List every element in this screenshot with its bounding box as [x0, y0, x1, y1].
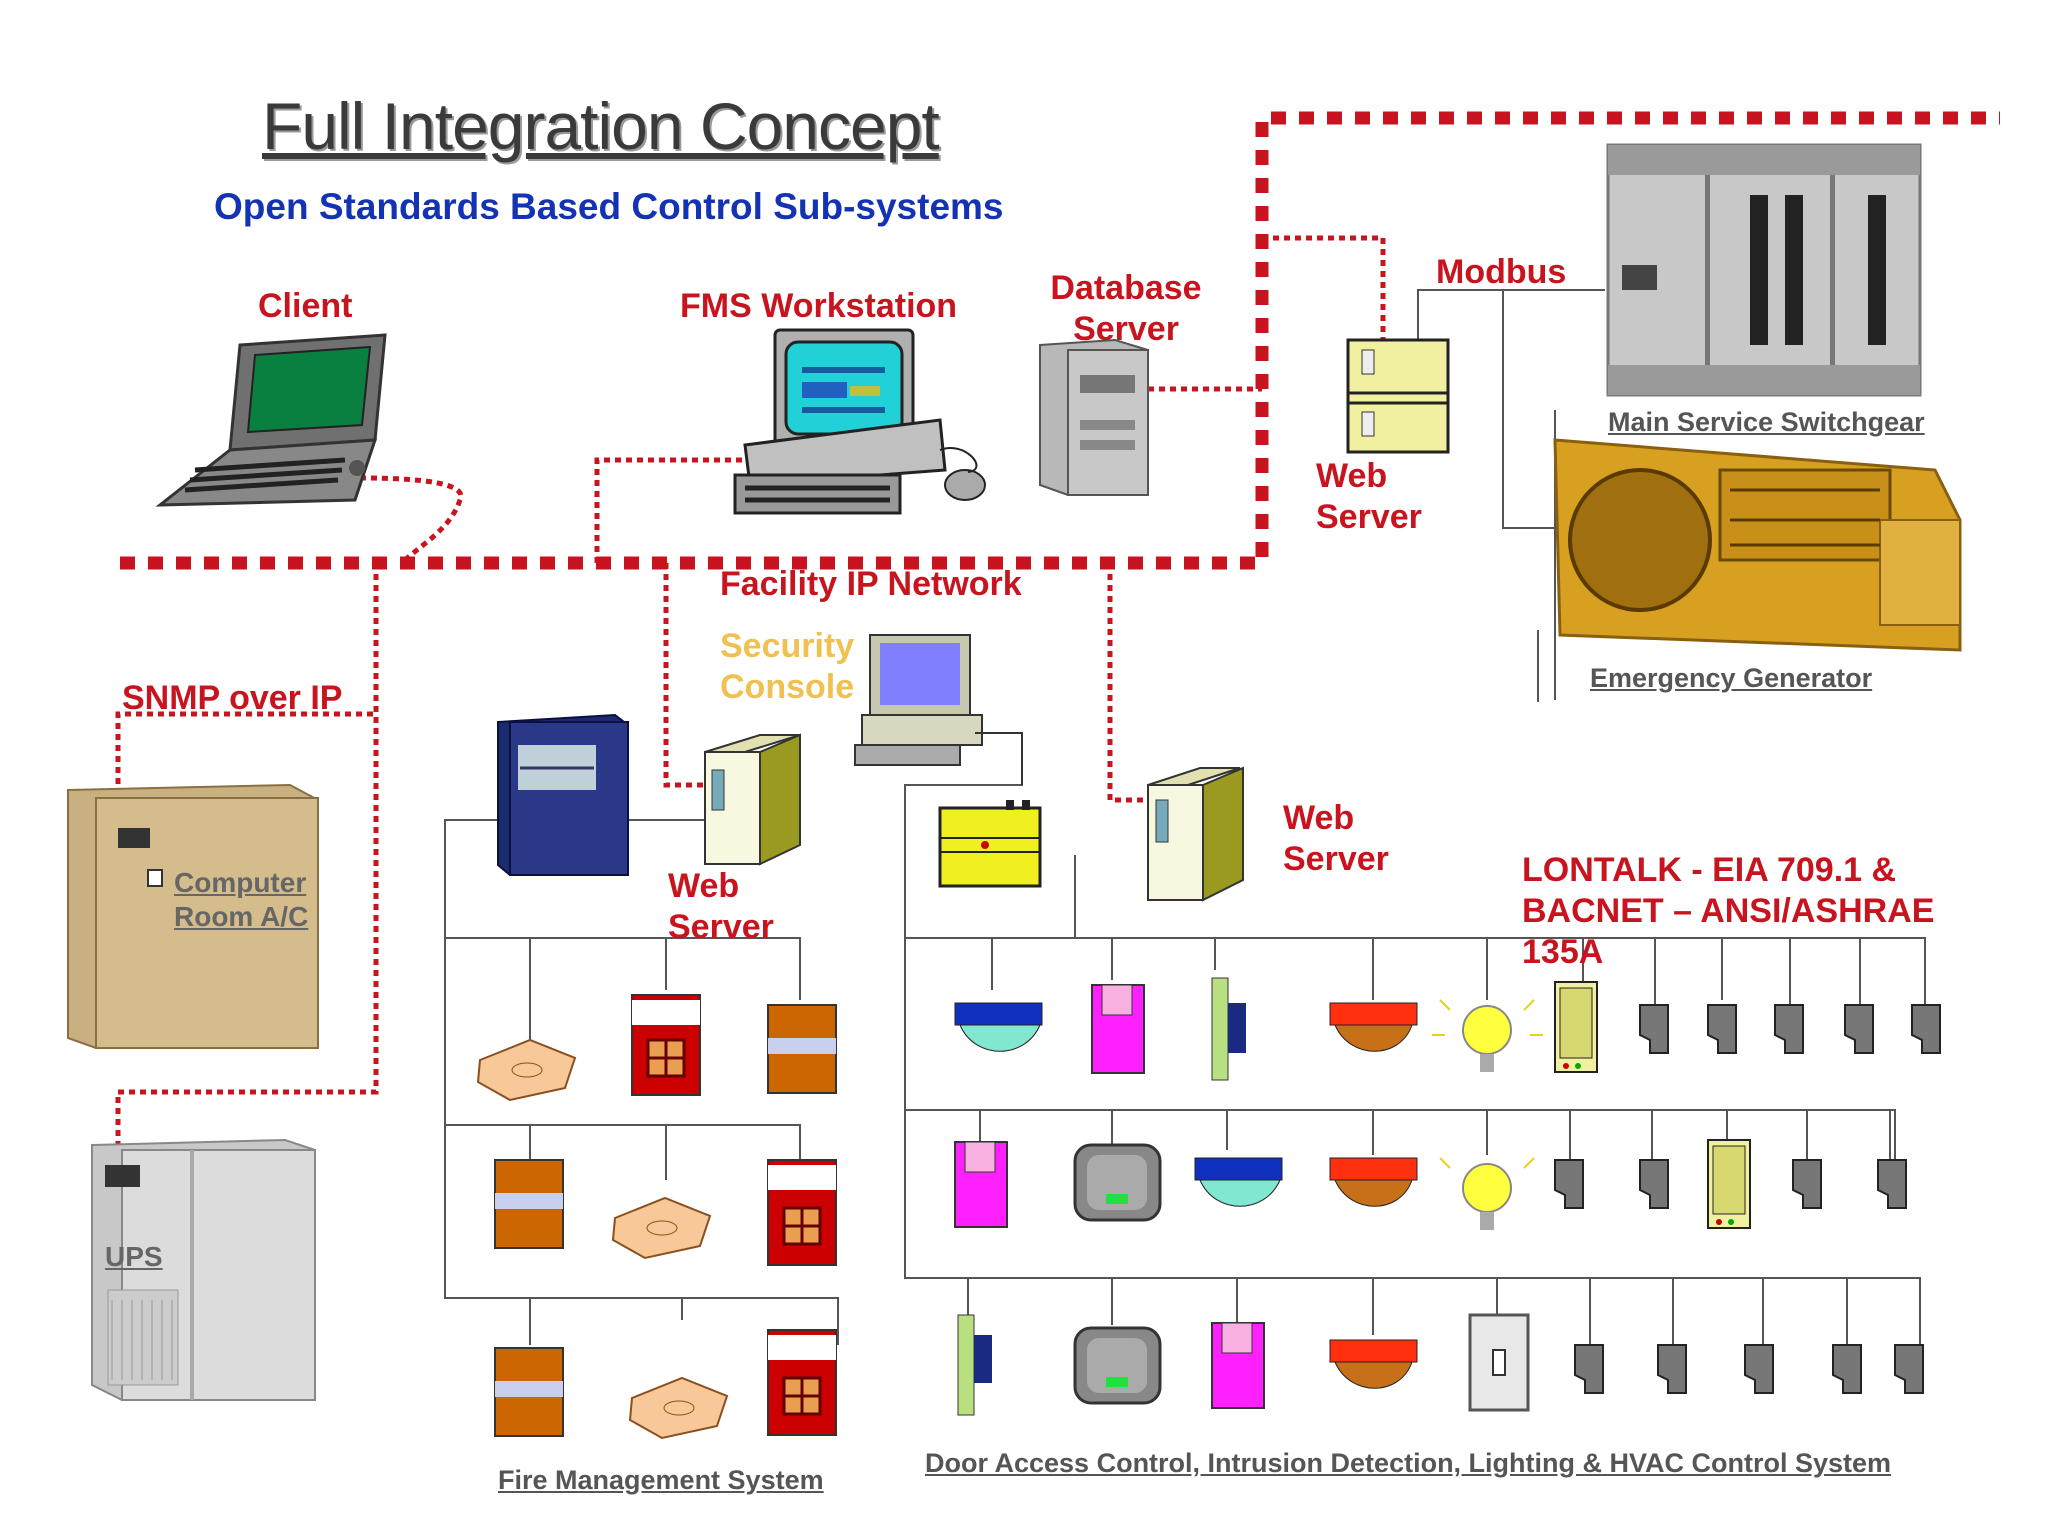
card-reader-icon	[1091, 984, 1145, 1074]
hvac-controller-icon	[1911, 1004, 1941, 1054]
door-contact-icon	[957, 1314, 992, 1416]
light-bulb-icon	[1432, 999, 1543, 1072]
web-server-fire-label: Web Server	[668, 867, 774, 946]
laptop-icon	[155, 333, 387, 507]
web-server-top-label: Web Server	[1316, 457, 1422, 536]
hvac-controller-icon	[1877, 1159, 1907, 1209]
hvac-controller-icon	[1744, 1344, 1774, 1394]
facility-ip-network-bus	[120, 111, 2000, 570]
web-server-fire-icon	[704, 733, 801, 866]
database-server-label: Database Server	[1050, 269, 1202, 348]
fire-devices	[476, 994, 837, 1440]
facility-ip-network-label: Facility IP Network	[720, 565, 1022, 603]
pull-station-icon	[767, 1159, 837, 1266]
hvac-controller-icon	[1844, 1004, 1874, 1054]
hvac-controller-icon	[1574, 1344, 1604, 1394]
fms-workstation-label: FMS Workstation	[680, 287, 958, 325]
web-server-rack-icon	[1346, 338, 1450, 454]
hvac-controller-icon	[1792, 1159, 1822, 1209]
computer-room-ac-label: Computer Room A/C	[174, 867, 309, 932]
pull-station-icon	[767, 1329, 837, 1436]
card-reader-icon	[1211, 1322, 1265, 1409]
fire-management-label: Fire Management System	[498, 1465, 824, 1495]
thermostat-icon	[1554, 981, 1598, 1073]
hvac-controller-icon	[1639, 1159, 1669, 1209]
horn-strobe-icon	[767, 1004, 837, 1094]
door-access-devices	[954, 977, 1941, 1416]
hvac-controller-icon	[1894, 1344, 1924, 1394]
switchgear-label: Main Service Switchgear	[1608, 407, 1925, 437]
motion-sensor-icon	[1194, 1157, 1283, 1207]
door-access-label: Door Access Control, Intrusion Detection…	[925, 1448, 1892, 1478]
door-contact-icon	[1211, 977, 1246, 1081]
fire-panel-icon	[497, 713, 629, 877]
protocols-label: LONTALK - EIA 709.1 & BACNET – ANSI/ASHR…	[1522, 851, 1935, 971]
light-fixture-icon	[1329, 1339, 1418, 1389]
workstation-icon	[733, 328, 986, 515]
security-console-icon	[854, 634, 1023, 785]
web-server-right-icon	[1147, 766, 1244, 902]
smoke-detector-icon	[628, 1376, 729, 1440]
hvac-controller-icon	[1774, 1004, 1804, 1054]
generator-label: Emergency Generator	[1590, 663, 1873, 693]
page-subtitle: Open Standards Based Control Sub-systems	[214, 186, 1004, 227]
security-console-label: Security Console	[720, 627, 855, 706]
light-fixture-icon	[1329, 1157, 1418, 1207]
motion-sensor-icon	[954, 1002, 1043, 1052]
light-bulb-icon	[1439, 1157, 1535, 1230]
hvac-controller-icon	[1554, 1159, 1584, 1209]
web-server-right-label: Web Server	[1283, 799, 1389, 878]
computer-room-ac-icon	[67, 783, 319, 1050]
horn-strobe-icon	[494, 1347, 564, 1437]
switchgear-icon	[1606, 143, 1922, 397]
card-reader-icon	[954, 1141, 1008, 1228]
light-switch-icon	[1468, 1313, 1530, 1412]
keypad-icon	[1073, 1326, 1162, 1405]
thermostat-icon	[1707, 1139, 1751, 1229]
hvac-controller-icon	[1832, 1344, 1862, 1394]
horn-strobe-icon	[494, 1159, 564, 1249]
controller-yellow-icon	[938, 800, 1042, 888]
pull-station-icon	[631, 994, 701, 1096]
network-dotted-links	[115, 235, 1386, 1150]
database-server-icon	[1039, 338, 1149, 496]
ups-icon	[91, 1138, 316, 1402]
smoke-detector-icon	[476, 1038, 577, 1102]
smoke-detector-icon	[611, 1196, 712, 1260]
generator-icon	[1553, 438, 1962, 652]
ups-label: UPS	[105, 1241, 163, 1272]
hvac-controller-icon	[1657, 1344, 1687, 1394]
hvac-controller-icon	[1707, 1004, 1737, 1054]
keypad-icon	[1073, 1143, 1162, 1222]
page-title: Full Integration Concept	[262, 89, 940, 163]
modbus-label: Modbus	[1436, 253, 1567, 291]
light-fixture-icon	[1329, 1002, 1418, 1052]
snmp-label: SNMP over IP	[122, 679, 343, 717]
client-label: Client	[258, 287, 353, 325]
hvac-controller-icon	[1639, 1004, 1669, 1054]
